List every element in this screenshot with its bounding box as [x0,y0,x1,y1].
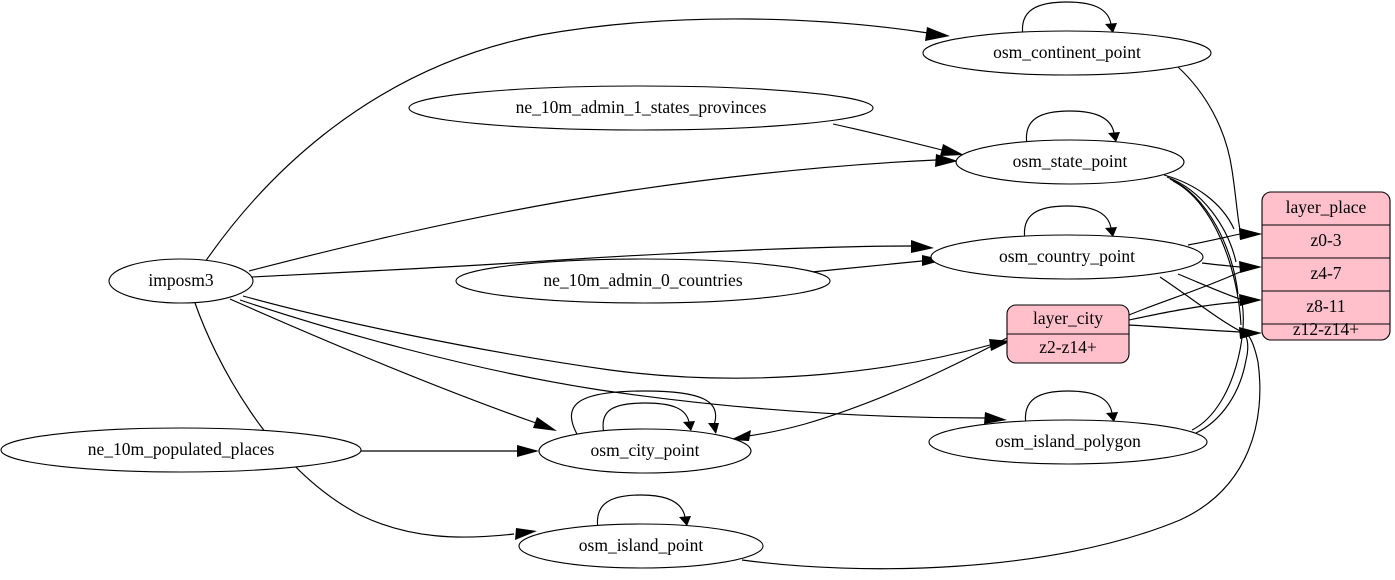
edge-self-osm_city_point-inner [602,402,690,435]
node-osm_continent_point[interactable]: osm_continent_point [922,30,1212,76]
edge-layer [194,1,1262,570]
arrowhead-icon [1105,227,1117,237]
layer_city-row-z2-z14[interactable]: z2-z14+ [1039,337,1097,357]
arrowhead-icon [517,445,539,457]
edge-ne_10m_admin_1_states_provinces-osm_state_point [832,123,943,151]
arrowhead-icon [935,154,958,167]
edge-layer_city-layer_place-z8_11 [1128,301,1241,321]
node-label-ne_10m_populated_places: ne_10m_populated_places [88,439,275,459]
arrowhead-icon [984,412,1007,424]
edge-self-osm_continent_point [1021,1,1112,37]
edge-imposm3-osm_country_point [251,245,913,278]
layer_city-header: layer_city [1033,308,1103,328]
layer_place-row-z0-3[interactable]: z0-3 [1310,230,1341,250]
edge-layer_city-layer_place-z12_z14 [1128,324,1241,333]
arrowhead-icon [925,27,950,41]
edge-layer_city-layer_place-z4_7 [1128,271,1241,316]
edge-imposm3-osm_island_polygon [239,299,986,419]
layer_place-header: layer_place [1286,197,1367,217]
node-osm_island_point[interactable]: osm_island_point [518,523,764,569]
node-osm_country_point[interactable]: osm_country_point [930,234,1204,280]
edge-osm_country_point-layer_place-z0_3 [1187,233,1241,246]
arrowhead-icon [708,423,719,434]
node-layer_place[interactable]: layer_place z0-3 z4-7 z8-11 z12-z14+ [1261,191,1391,341]
arrowhead-icon [683,421,695,431]
node-label-osm_city_point: osm_city_point [591,440,700,460]
node-label-osm_state_point: osm_state_point [1013,151,1128,171]
node-osm_island_polygon[interactable]: osm_island_polygon [928,419,1208,465]
node-label-osm_continent_point: osm_continent_point [993,42,1141,62]
edge-osm_island_polygon-layer_place-z12_z14 [1195,333,1249,434]
edge-self-osm_country_point [1023,205,1112,241]
node-ne_10m_admin_1_states_provinces[interactable]: ne_10m_admin_1_states_provinces [408,85,874,131]
arrowhead-icon [515,528,537,540]
node-osm_city_point[interactable]: osm_city_point [538,428,752,474]
node-layer_city[interactable]: layer_city z2-z14+ [1006,304,1130,364]
arrowhead-icon [1108,132,1120,142]
arrowhead-icon [1105,23,1117,33]
layer_place-row-z8-11[interactable]: z8-11 [1306,296,1345,316]
arrowhead-icon [730,430,751,441]
node-label-osm_island_polygon: osm_island_polygon [995,431,1141,451]
edge-self-osm_city_point-outer [570,390,717,437]
edge-ne_10m_admin_0_countries-osm_country_point [811,260,923,273]
edge-layer_city-osm_city_point [747,337,1008,437]
node-label-osm_island_point: osm_island_point [579,535,704,555]
node-label-imposm3: imposm3 [148,270,213,290]
node-layer: imposm3 ne_10m_admin_1_states_provinces … [0,30,1212,569]
arrowhead-icon [1239,261,1262,273]
edge-imposm3-osm_city_point [229,298,537,424]
arrowhead-icon [911,240,934,253]
edge-imposm3-osm_state_point [248,159,937,272]
arrowhead-icon [533,417,557,431]
layer_place-row-z12-z14[interactable]: z12-z14+ [1293,319,1359,339]
edge-osm_country_point-layer_place-z12_z14 [1159,276,1241,332]
node-ne_10m_admin_0_countries[interactable]: ne_10m_admin_0_countries [455,258,831,304]
edge-imposm3-osm_continent_point [204,18,929,263]
arrowhead-icon [1239,327,1262,339]
edge-osm_state_point-layer_place-z0_3 [1163,174,1235,230]
node-osm_state_point[interactable]: osm_state_point [955,139,1185,185]
edge-osm_country_point-layer_place-z4_7 [1201,262,1241,268]
edge-osm_state_point-layer_place-z12_z14 [1172,180,1242,326]
arrowhead-icon [1239,228,1262,240]
edge-imposm3-osm_island_point [194,302,515,538]
edge-osm_state_point-layer_place-z4_7 [1166,176,1237,263]
edge-self-osm_state_point [1025,110,1115,146]
edge-imposm3-layer_city [242,295,991,379]
node-label-osm_country_point: osm_country_point [999,246,1135,266]
edge-self-osm_island_point [596,494,686,530]
arrowhead-icon [679,516,691,526]
arrowhead-icon [989,339,1011,351]
arrowhead-icon [1106,412,1118,422]
node-label-ne_10m_admin_0_countries: ne_10m_admin_0_countries [543,270,742,290]
edge-osm_island_polygon-layer_place-z8_11 [1191,301,1244,431]
node-ne_10m_populated_places[interactable]: ne_10m_populated_places [0,427,362,473]
arrowhead-icon [940,144,964,156]
edge-self-osm_island_polygon [1024,390,1113,426]
edge-osm_island_point-layer_place-z12_z14 [741,334,1261,570]
edge-osm_country_point-layer_place-z8_11 [1177,273,1241,300]
node-imposm3[interactable]: imposm3 [108,258,254,304]
node-label-ne_10m_admin_1_states_provinces: ne_10m_admin_1_states_provinces [516,97,767,117]
arrowhead-icon [1239,294,1262,306]
edge-osm_continent_point-layer_place-z0_3 [1177,66,1241,231]
layer_place-row-z4-7[interactable]: z4-7 [1310,263,1341,283]
